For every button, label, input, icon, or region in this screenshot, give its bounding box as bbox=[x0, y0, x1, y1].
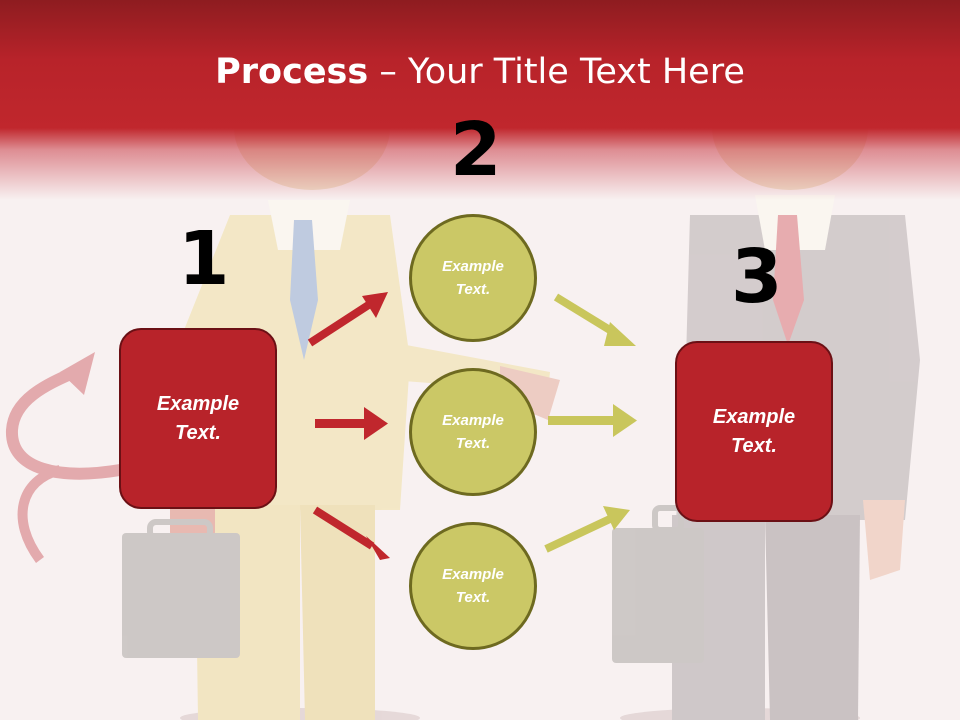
step-number-2: 2 bbox=[450, 107, 502, 193]
arrow-box1-to-circle-bottom bbox=[312, 506, 390, 560]
step-2-circle-top: Example Text. bbox=[409, 214, 537, 342]
step-number-3: 3 bbox=[731, 234, 783, 320]
step-2-circle-middle: Example Text. bbox=[409, 368, 537, 496]
arrow-box1-to-circle-top bbox=[307, 292, 388, 347]
step-number-1: 1 bbox=[178, 216, 230, 302]
arrow-box1-to-circle-middle bbox=[315, 407, 388, 440]
slide-title: Process – Your Title Text Here bbox=[0, 52, 960, 92]
step-1-box: Example Text. bbox=[119, 328, 277, 509]
step-2-circle-bottom: Example Text. bbox=[409, 522, 537, 650]
step-3-box: Example Text. bbox=[675, 341, 833, 522]
slide-title-rest: – Your Title Text Here bbox=[368, 52, 745, 92]
slide-title-bold: Process bbox=[215, 52, 369, 92]
arrow-circle-top-to-box3 bbox=[553, 293, 636, 346]
arrow-circle-bottom-to-box3 bbox=[544, 506, 630, 553]
arrow-circle-middle-to-box3 bbox=[548, 404, 637, 437]
title-band bbox=[0, 0, 960, 200]
